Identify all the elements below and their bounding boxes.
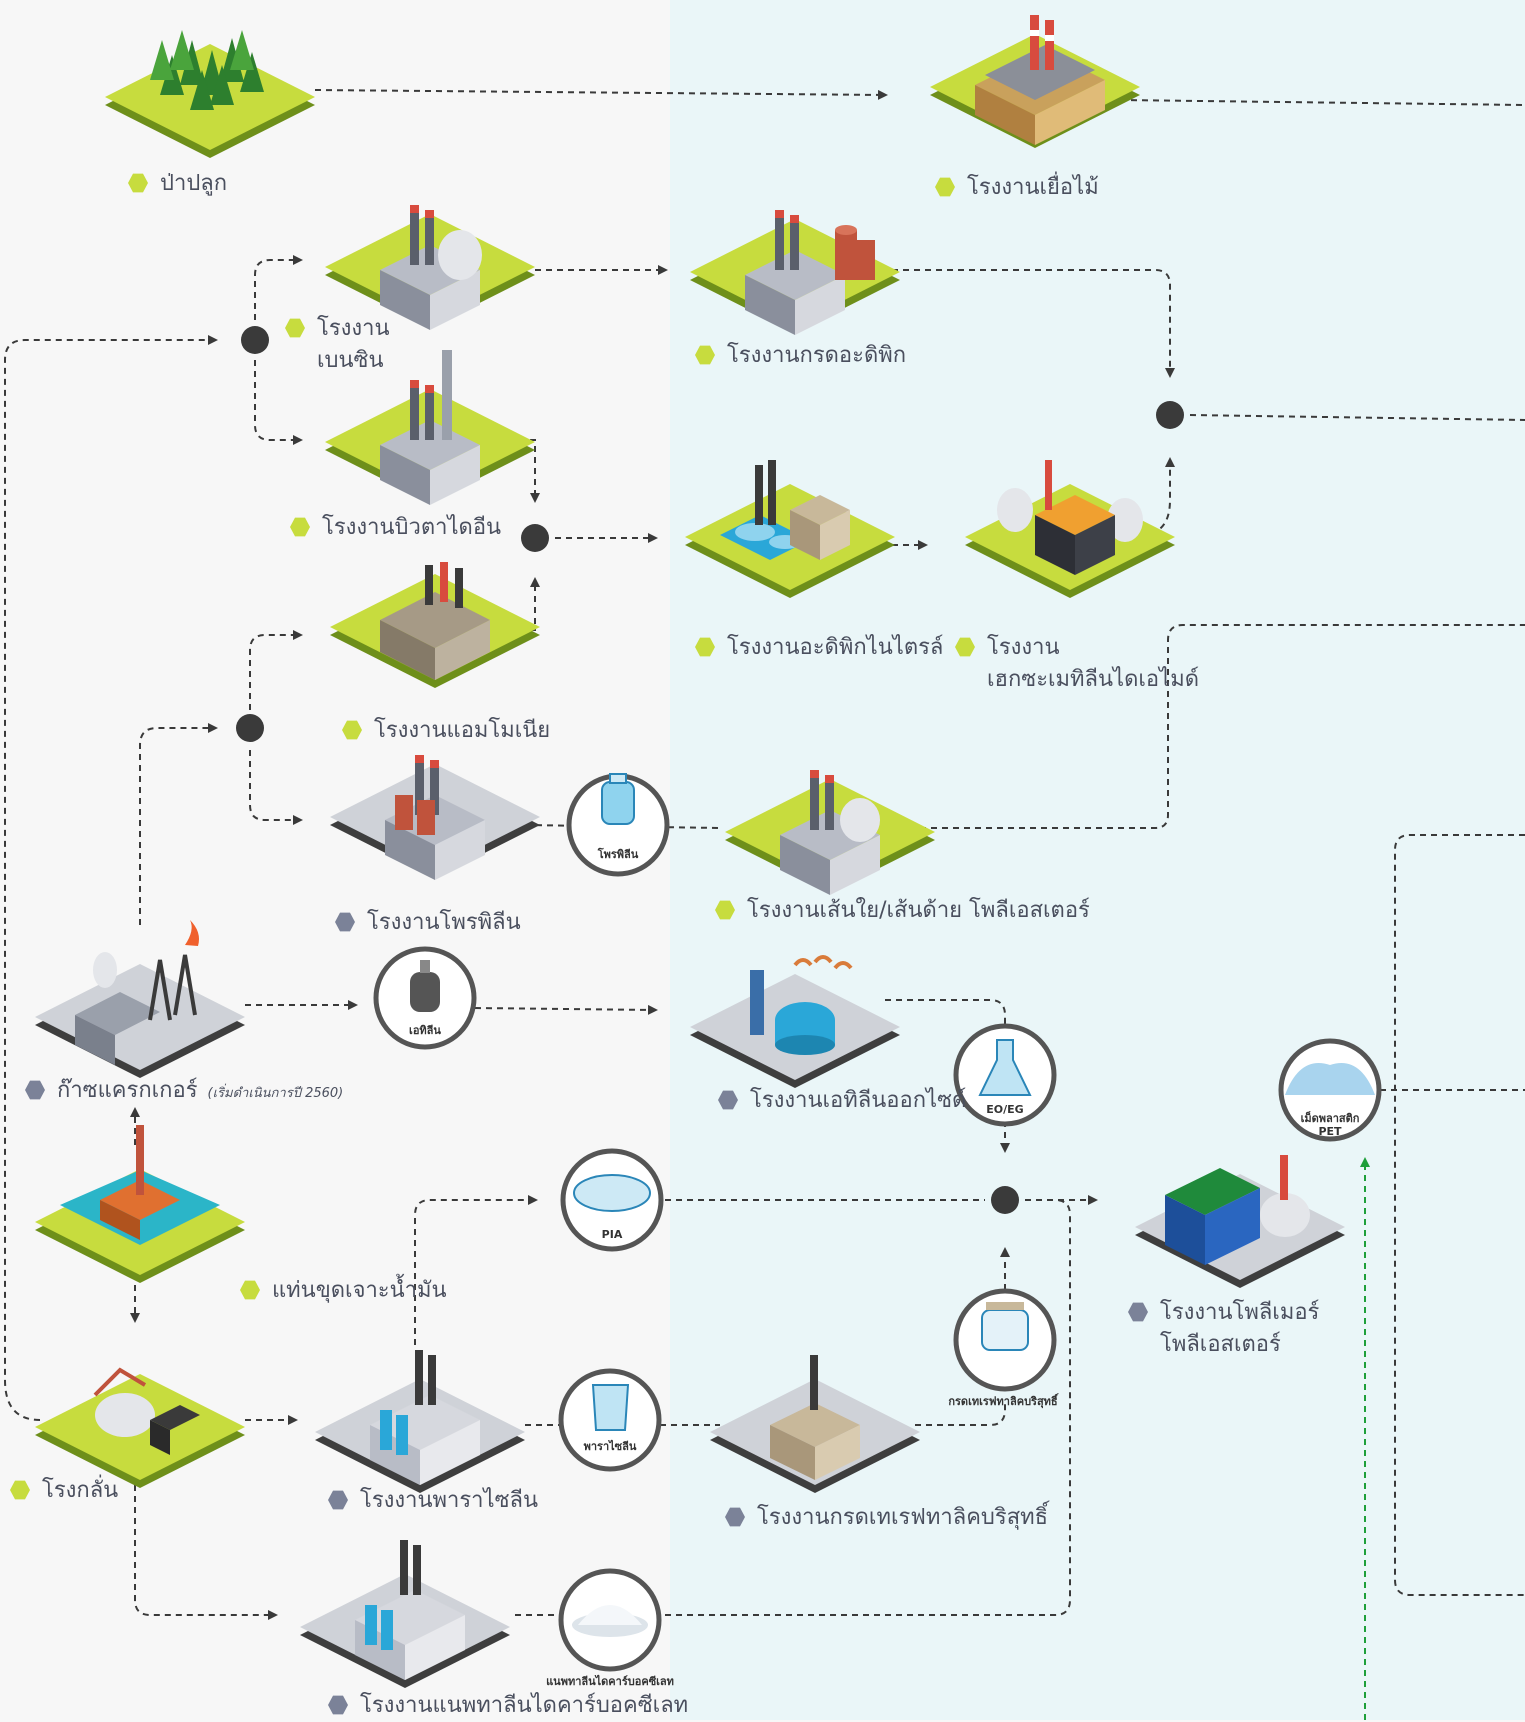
junction-a — [241, 326, 269, 354]
product-label-pta: กรดเทเรฟทาลิคบริสุทธิ์ — [948, 1395, 1058, 1408]
edge-pulp-out — [1119, 99, 1525, 106]
bottle-icon — [601, 773, 635, 825]
node-marker — [25, 1080, 45, 1100]
product-label-eoeg: EO/EG — [986, 1103, 1024, 1116]
benzene-plant-tile — [325, 205, 535, 330]
bowl-icon — [573, 1174, 651, 1212]
label-ndc-plant: โรงงานแนพทาลีนไดคาร์บอคซีเลท — [328, 1690, 688, 1722]
propylene-plant-tile — [330, 755, 540, 880]
node-marker — [335, 912, 355, 932]
label-oil-rig: แท่นขุดเจาะน้ำมัน — [240, 1275, 447, 1307]
polyester-fiber-plant-tile — [725, 770, 935, 895]
node-marker — [715, 900, 735, 920]
node-marker — [718, 1090, 738, 1110]
node-marker — [695, 345, 715, 365]
junction-d — [521, 524, 549, 552]
node-marker — [935, 177, 955, 197]
powder-icon — [572, 1605, 648, 1637]
label-adiponitrile: โรงงานอะดิพิกไนไตรล์ — [695, 632, 943, 664]
flask-icon — [978, 1039, 1032, 1096]
paraxylene-plant-tile — [315, 1350, 525, 1493]
ammonia-plant-tile — [330, 562, 540, 688]
forest-tile — [105, 30, 315, 158]
junction-e — [991, 1186, 1019, 1214]
butadiene-plant-tile — [325, 350, 535, 505]
polyester-polymer-plant-tile — [1135, 1155, 1345, 1288]
node-marker — [955, 637, 975, 657]
product-label-pet: เม็ดพลาสติก PET — [1300, 1112, 1360, 1138]
hmda-plant-tile — [965, 460, 1175, 598]
node-marker — [240, 1280, 260, 1300]
product-label-ndc: แนพทาลีนไดคาร์บอคซีเลท — [546, 1675, 674, 1688]
label-butadiene: โรงงานบิวตาไดอีน — [290, 512, 501, 544]
edge-refinery-bus — [4, 335, 218, 1421]
node-marker — [342, 720, 362, 740]
junction-b — [236, 714, 264, 742]
product-label-propylene: โพรพิลีน — [597, 848, 639, 861]
jar-icon — [981, 1302, 1029, 1351]
label-pulp-mill: โรงงานเยื่อไม้ — [935, 172, 1099, 204]
junction-c — [1156, 401, 1184, 429]
ethylene-oxide-plant-tile — [690, 955, 900, 1088]
edge-forest-pulp — [314, 89, 888, 100]
pta-plant-tile — [710, 1355, 920, 1493]
node-marker — [1128, 1302, 1148, 1322]
label-ethylene-oxide: โรงงานเอทิลีนออกไซด์ — [718, 1085, 966, 1117]
node-marker — [128, 173, 148, 193]
node-marker — [725, 1507, 745, 1527]
pellets-icon — [1285, 1063, 1375, 1095]
node-marker — [328, 1695, 348, 1715]
refinery-tile — [35, 1367, 245, 1488]
label-polyester-polymer: โรงงานโพลีเมอร์โพลีเอสเตอร์ — [1128, 1297, 1319, 1361]
product-label-paraxylene: พาราไซลีน — [583, 1440, 637, 1453]
ndc-plant-tile — [300, 1540, 510, 1688]
pulp-mill-tile — [930, 15, 1140, 148]
label-hmda: โรงงานเฮกซะเมทิลีนไดเอไมด์ — [955, 632, 1199, 696]
label-paraxylene-plant: โรงงานพาราไซลีน — [328, 1485, 538, 1517]
label-forest: ป่าปลูก — [128, 168, 227, 200]
label-propylene-plant: โรงงานโพรพิลีน — [335, 907, 521, 939]
label-pta-plant: โรงงานกรดเทเรฟทาลิคบริสุทธิ์ — [725, 1502, 1048, 1534]
gas-cylinder-icon — [410, 960, 440, 1012]
label-gas-cracker: ก๊าซแครกเกอร์(เริ่มดำเนินการปี 2560) — [25, 1075, 343, 1110]
label-polyester-fiber: โรงงานเส้นใย/เส้นด้าย โพลีเอสเตอร์ — [715, 895, 1090, 927]
oil-rig-tile — [35, 1125, 245, 1283]
label-benzene: โรงงานเบนซิน — [285, 313, 390, 377]
node-marker — [328, 1490, 348, 1510]
beaker-icon — [591, 1384, 630, 1431]
adiponitrile-plant-tile — [685, 460, 895, 598]
label-adipic-acid: โรงงานกรดอะดิพิก — [695, 340, 906, 372]
label-refinery: โรงกลั่น — [10, 1475, 118, 1507]
node-marker — [10, 1480, 30, 1500]
node-marker — [695, 637, 715, 657]
adipic-acid-plant-tile — [690, 210, 900, 335]
product-label-pia: PIA — [601, 1228, 623, 1241]
product-label-ethylene: เอทิลีน — [409, 1024, 441, 1037]
gas-cracker-tile — [35, 920, 245, 1078]
label-ammonia: โรงงานแอมโมเนีย — [342, 715, 550, 747]
node-marker — [285, 318, 305, 338]
node-marker — [290, 517, 310, 537]
